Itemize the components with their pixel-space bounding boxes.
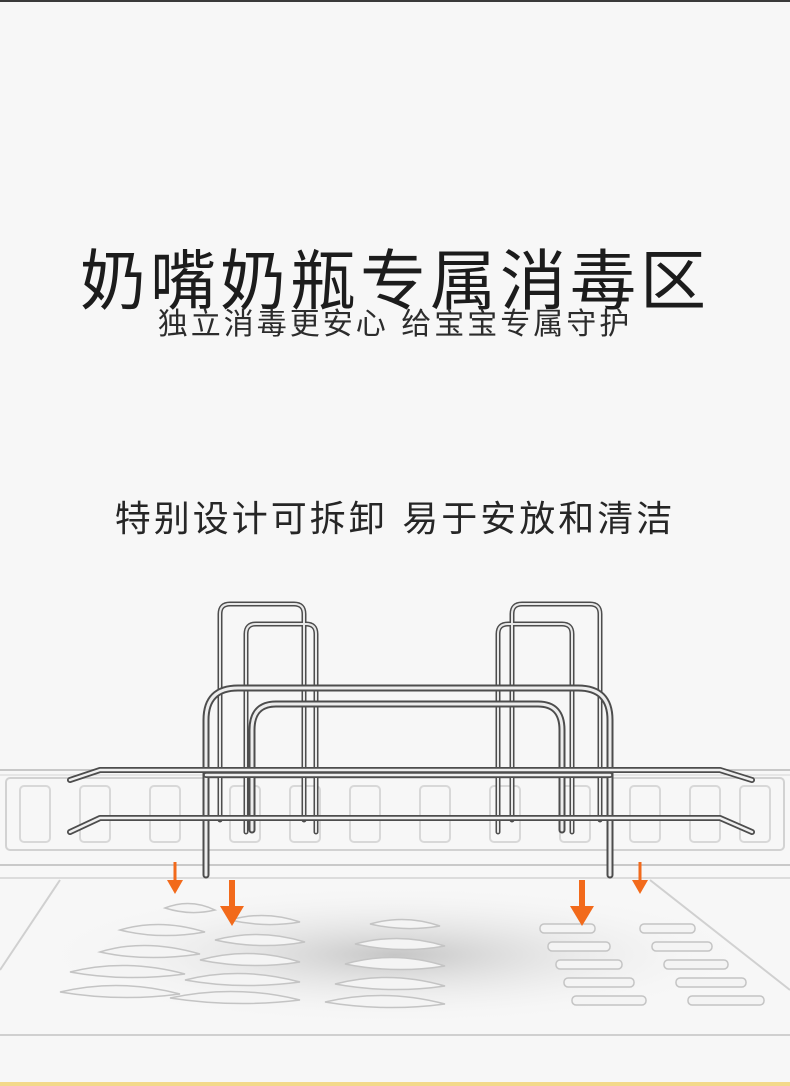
feature-text: 特别设计可拆卸 易于安放和清洁 bbox=[114, 499, 676, 540]
down-arrow-icon bbox=[167, 862, 648, 926]
page-title: 奶嘴奶瓶专属消毒区 bbox=[80, 243, 710, 321]
drain-slots bbox=[59, 902, 765, 1009]
page-subtitle: 独立消毒更安心 给宝宝专属守护 bbox=[157, 307, 633, 342]
bottom-accent-strip bbox=[0, 1082, 790, 1086]
base-tray bbox=[0, 769, 790, 1036]
rack-illustration bbox=[0, 601, 790, 1036]
top-divider bbox=[0, 0, 790, 2]
wire-rack bbox=[67, 601, 755, 879]
